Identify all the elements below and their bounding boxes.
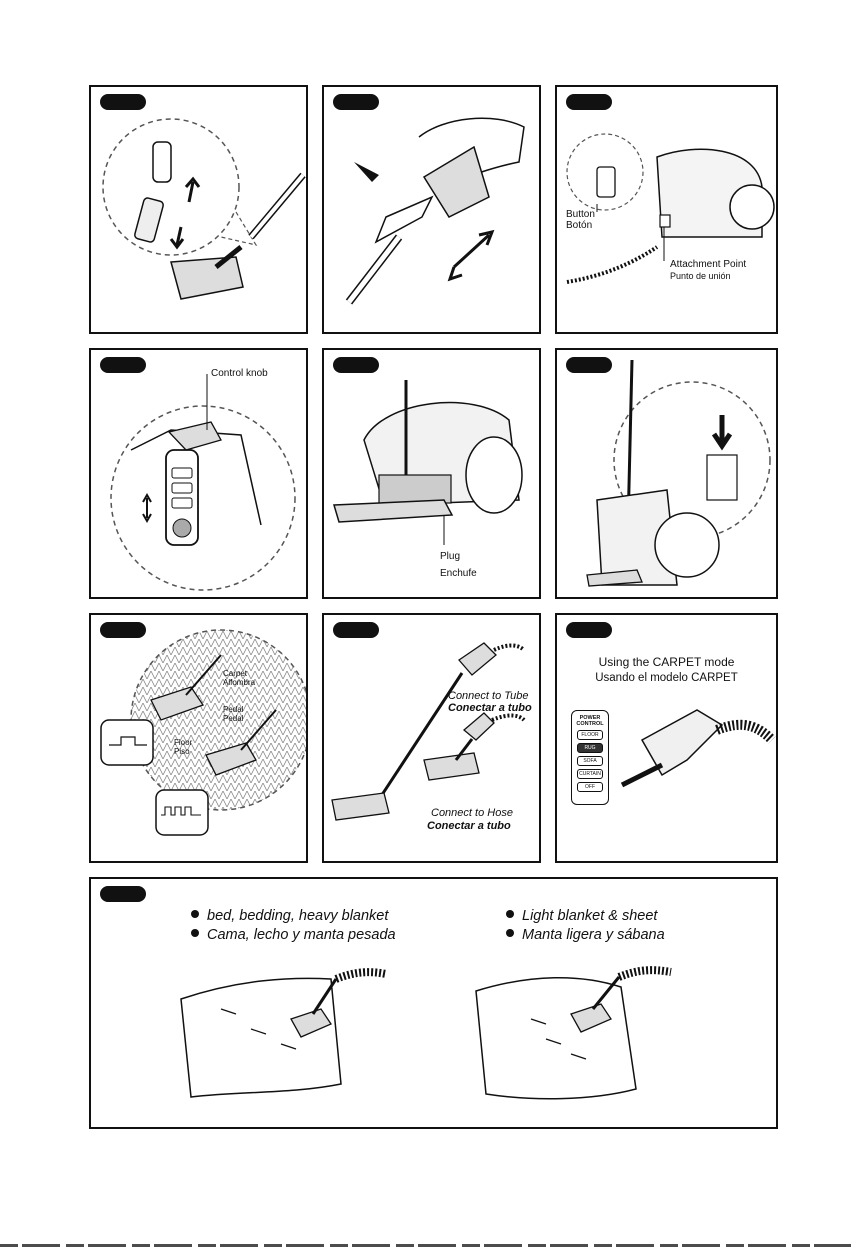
illustration-connect-tube (345, 117, 525, 305)
step-panel-9: Using the CARPET mode Usando el modelo C… (555, 613, 778, 863)
step-panel-7: Carpet Alfombra Pedal Pedal Floor Piso (89, 613, 308, 863)
power-control-title: POWER CONTROL (576, 715, 604, 727)
carpet-label-es: Alfombra (223, 678, 256, 687)
bed-bullet-en: bed, bedding, heavy blanket (191, 907, 388, 925)
carpet-mode-title-es: Usando el modelo CARPET (595, 672, 738, 684)
illustration-handle (620, 709, 776, 788)
pedal-label-es: Pedal (223, 714, 244, 723)
step-panel-10: bed, bedding, heavy blanket Cama, lecho … (89, 877, 778, 1129)
step-panel-6 (555, 348, 778, 599)
step-badge (333, 622, 379, 638)
bullet-icon (191, 910, 199, 918)
step-badge (100, 886, 146, 902)
floor-label-es: Piso (174, 747, 190, 756)
connect-hose-label-es: Conectar a tubo (427, 820, 511, 832)
step-badge (566, 357, 612, 373)
step-panel-8: Connect to Tube Conectar a tubo Connect … (322, 613, 541, 863)
button-label-es: Botón (566, 220, 593, 231)
step-badge (566, 94, 612, 110)
illustration-tube-hose (331, 642, 526, 821)
step-panel-5: Plug Enchufe (322, 348, 541, 599)
illustration-hose-attachment (566, 133, 775, 284)
bullet-icon (506, 929, 514, 937)
illustration-attach-nozzle (102, 118, 306, 300)
connect-tube-label: Connect to Tube (448, 690, 529, 702)
step-panel-1 (89, 85, 308, 334)
connect-hose-label: Connect to Hose (431, 807, 513, 819)
plug-label-es: Enchufe (440, 568, 477, 579)
step-badge (100, 622, 146, 638)
illustration-vacuum-plug (333, 380, 523, 545)
rug-mode-button[interactable]: RUG (577, 743, 603, 753)
pedal-label: Pedal (223, 705, 244, 714)
step-panel-4: Control knob (89, 348, 308, 599)
off-mode-button[interactable]: OFF (577, 782, 603, 792)
step-panel-3: Button Botón Attachment Point Punto de u… (555, 85, 778, 334)
footer-rule (0, 1244, 851, 1247)
floor-mode-button[interactable]: FLOOR (577, 730, 603, 740)
connect-tube-label-es: Conectar a tubo (448, 702, 532, 714)
floor-label: Floor (174, 738, 193, 747)
step-panel-2 (322, 85, 541, 334)
step-badge (333, 357, 379, 373)
carpet-label: Carpet (223, 669, 248, 678)
curtain-mode-button[interactable]: CURTAIN (577, 769, 603, 779)
step-badge (100, 357, 146, 373)
illustration-bed-cleaning (180, 966, 672, 1100)
plug-label: Plug (440, 551, 461, 562)
attachment-point-label: Attachment Point (670, 259, 747, 270)
power-control-panel: POWER CONTROL FLOOR RUG SOFA CURTAIN OFF (571, 710, 609, 805)
bullet-icon (506, 910, 514, 918)
sofa-mode-button[interactable]: SOFA (577, 756, 603, 766)
bed-bullet-es: Cama, lecho y manta pesada (191, 926, 396, 944)
light-blanket-bullet-en: Light blanket & sheet (506, 907, 657, 925)
attachment-point-label-es: Punto de unión (670, 271, 731, 281)
bullet-icon (191, 929, 199, 937)
illustration-storage (586, 359, 771, 587)
step-badge (100, 94, 146, 110)
step-badge (566, 622, 612, 638)
illustration-control-knob (110, 374, 296, 591)
control-knob-label: Control knob (211, 368, 268, 379)
illustration-carpet-floor (100, 629, 306, 836)
light-blanket-bullet-es: Manta ligera y sábana (506, 926, 665, 944)
carpet-mode-title: Using the CARPET mode (598, 655, 735, 669)
step-badge (333, 94, 379, 110)
button-label: Button (566, 209, 595, 220)
